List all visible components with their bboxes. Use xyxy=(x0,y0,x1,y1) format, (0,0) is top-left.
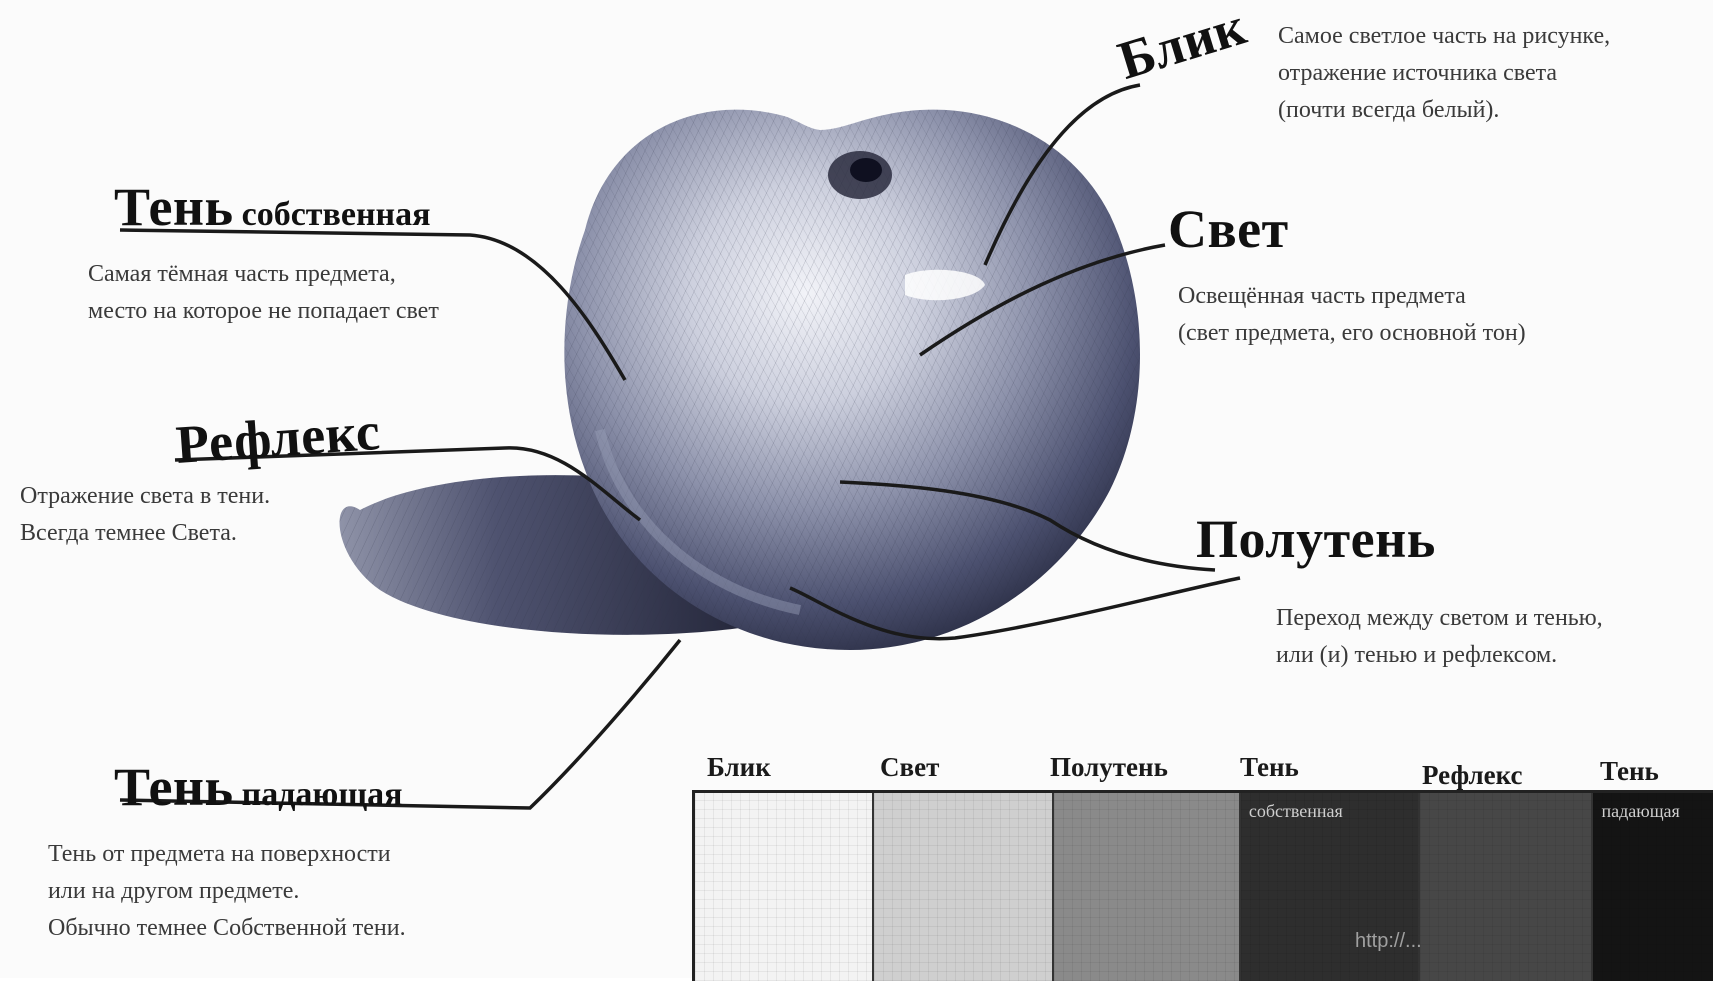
watermark-url: http://... xyxy=(1355,930,1422,953)
swatch-svet xyxy=(874,793,1053,981)
label-refleks-title: Рефлекс xyxy=(174,404,382,472)
swatch-blik xyxy=(695,793,874,981)
swatch-caption-sobstvennaya: собственная xyxy=(1249,801,1343,822)
scale-label-poluten: Полутень xyxy=(1050,752,1168,783)
label-svet-desc: Освещённая часть предмета (свет предмета… xyxy=(1178,278,1526,352)
label-svet-title: Свет xyxy=(1168,202,1289,256)
tone-scale: Блик Свет Полутень Тень Рефлекс Тень соб… xyxy=(692,752,1713,978)
scale-label-refleks: Рефлекс xyxy=(1422,760,1522,791)
label-poluten-desc: Переход между светом и тенью, или (и) те… xyxy=(1276,600,1603,674)
label-ten-sobstvennaya-desc: Самая тёмная часть предмета, место на ко… xyxy=(88,256,439,330)
label-poluten-title: Полутень xyxy=(1196,512,1436,566)
apple-body xyxy=(564,110,1140,650)
scale-label-ten-sobstvennaya: Тень xyxy=(1240,752,1299,783)
scale-label-blik: Блик xyxy=(707,752,771,783)
swatch-ten-padayuschaya: падающая xyxy=(1593,793,1713,981)
label-ten-padayuschaya-desc: Тень от предмета на поверхности или на д… xyxy=(48,836,406,948)
swatch-caption-padayuschaya: падающая xyxy=(1601,801,1679,822)
label-refleks-desc: Отражение света в тени. Всегда темнее Св… xyxy=(20,478,270,552)
scale-label-ten-padayuschaya: Тень xyxy=(1600,756,1659,787)
scale-label-svet: Свет xyxy=(880,752,939,783)
tone-swatch-row: собственная падающая xyxy=(692,790,1713,981)
label-blik-desc: Самое светлое часть на рисунке, отражени… xyxy=(1278,18,1610,130)
swatch-refleks xyxy=(1420,793,1593,981)
swatch-poluten xyxy=(1054,793,1241,981)
